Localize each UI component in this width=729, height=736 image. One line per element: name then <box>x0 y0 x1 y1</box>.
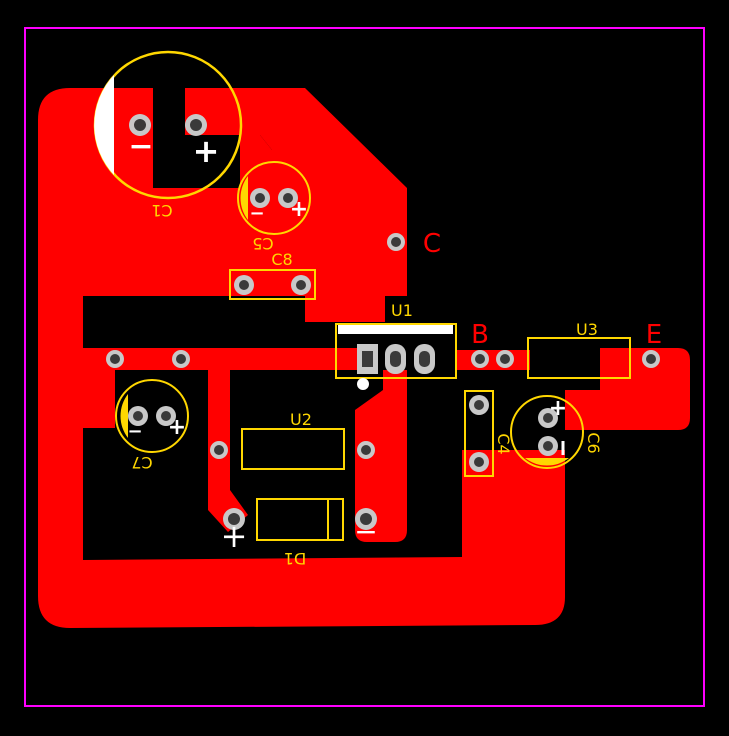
c4-pad-2 <box>469 452 489 472</box>
c5-negative-band <box>240 176 248 220</box>
d1-pad-cathode <box>355 508 377 530</box>
designator-d1: D1 <box>284 549 307 568</box>
emitter-pour <box>565 348 690 430</box>
d1-plus-sign: + <box>221 517 248 555</box>
u2-via-right <box>357 441 375 459</box>
collector-pour <box>185 88 407 322</box>
u2-via-left <box>210 441 228 459</box>
ground-pour <box>38 88 565 628</box>
c1-minus-sign: − <box>128 129 153 164</box>
c1-pad-pos <box>185 114 207 136</box>
silkscreen-layer <box>93 50 631 541</box>
designator-c7: C7 <box>131 453 152 472</box>
designator-c6: C6 <box>584 432 603 453</box>
c8-pad-1 <box>234 275 254 295</box>
d1-pad-anode <box>223 508 245 530</box>
net-label-e: E <box>646 320 662 350</box>
c7-pad-pos <box>156 406 176 426</box>
u3-outline <box>527 337 631 379</box>
c1-pad-neg <box>129 114 151 136</box>
base-trace <box>105 348 357 532</box>
base-via-mid <box>172 350 190 368</box>
d1-outline <box>256 498 344 541</box>
c5-pad-pos <box>278 188 298 208</box>
u1-pin1-dot <box>357 378 369 390</box>
designators: C1 C5 C8 U1 U3 C7 U2 C4 C6 D1 <box>131 201 603 568</box>
c7-outline <box>115 379 189 453</box>
copper-layer <box>38 88 690 628</box>
c7-plus-sign: + <box>168 415 186 440</box>
base-via-left <box>106 350 124 368</box>
net-label-b: B <box>471 320 489 350</box>
u1-pin1-bar <box>338 325 453 334</box>
c5-plus-sign: + <box>290 197 308 222</box>
c6-pad-neg <box>538 436 558 456</box>
c1-negative-band <box>94 75 114 175</box>
u1-pad-3 <box>414 344 435 374</box>
designator-u2: U2 <box>290 410 312 429</box>
designator-c5: C5 <box>252 234 273 253</box>
c7-minus-sign: − <box>127 421 142 442</box>
designator-u1: U1 <box>391 301 413 320</box>
designator-c8: C8 <box>271 250 292 269</box>
net-label-c: C <box>423 229 441 259</box>
u1-pad-1 <box>357 344 378 374</box>
c7-negative-band <box>120 394 128 438</box>
c4-outline <box>464 390 494 477</box>
c6-pad-pos <box>538 408 558 428</box>
designator-u3: U3 <box>576 320 598 339</box>
base-via-right-2 <box>496 350 514 368</box>
c1-plus-sign: + <box>193 132 220 170</box>
collector-via <box>387 233 405 251</box>
designator-c1: C1 <box>151 201 172 220</box>
d1-minus-sign: − <box>354 515 377 548</box>
polarity-marks: − + − + − + + + − <box>127 129 567 555</box>
c8-pad-2 <box>291 275 311 295</box>
c6-outline <box>510 395 584 469</box>
c6-negative-band <box>525 458 569 466</box>
c5-outline <box>237 161 311 235</box>
c7-pad-neg <box>128 406 148 426</box>
c6-plus-sign: + <box>549 396 567 421</box>
polarity-fills <box>94 75 569 466</box>
collector-trace <box>355 370 407 542</box>
c5-pad-neg <box>250 188 270 208</box>
designator-c4: C4 <box>494 433 513 454</box>
u1-outline <box>335 323 457 379</box>
base-via-right-1 <box>471 350 489 368</box>
pads <box>106 114 660 530</box>
c5-minus-sign: − <box>249 203 264 224</box>
board-outline <box>24 27 705 707</box>
base-link <box>455 350 530 370</box>
net-labels: C B E <box>423 229 662 350</box>
c8-outline <box>229 269 316 300</box>
emitter-via <box>642 350 660 368</box>
u2-outline <box>241 428 345 470</box>
u1-pad-2 <box>385 344 406 374</box>
c4-pad-1 <box>469 395 489 415</box>
